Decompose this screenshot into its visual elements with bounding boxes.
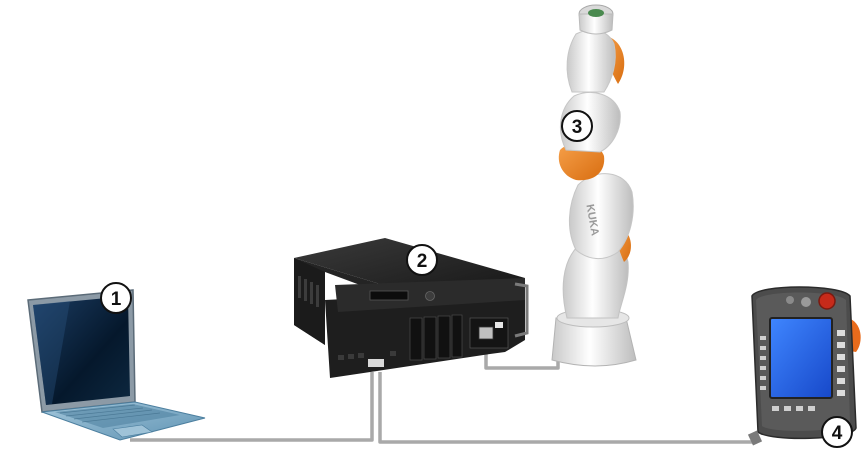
callout-3: 3 xyxy=(562,111,592,141)
callout-2-label: 2 xyxy=(417,251,428,272)
callout-3-label: 3 xyxy=(572,117,583,138)
callout-4-label: 4 xyxy=(832,423,843,444)
robot-arm-icon: KUKA xyxy=(552,5,636,366)
cable-pendant-controller xyxy=(380,372,756,442)
callout-2: 2 xyxy=(407,245,437,275)
callout-1-label: 1 xyxy=(111,289,122,310)
callout-4: 4 xyxy=(822,417,852,447)
cable-laptop-controller xyxy=(130,372,372,440)
callout-1: 1 xyxy=(101,283,131,313)
